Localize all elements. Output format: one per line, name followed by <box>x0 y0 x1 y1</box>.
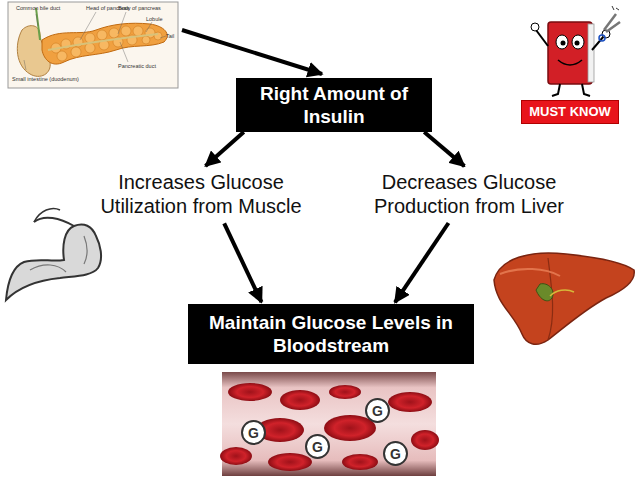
node-text: Maintain Glucose Levels in Bloodstream <box>196 311 466 357</box>
glucose-circle: G <box>383 441 408 466</box>
node-text: MUST KNOW <box>529 104 611 120</box>
part-label: Lobule <box>146 16 163 22</box>
part-label: Body of pancreas <box>118 5 161 11</box>
effect-text: Decreases Glucose Production from Liver <box>362 170 576 218</box>
flow-arrow <box>424 132 464 166</box>
effect-text: Increases Glucose Utilization from Muscl… <box>98 170 304 218</box>
part-label: Pancreatic duct <box>118 63 156 69</box>
must-know-badge: MUST KNOW <box>521 100 619 124</box>
glucose-circle: G <box>305 434 330 459</box>
node-text: Increases Glucose Utilization from Muscl… <box>98 170 304 218</box>
node-text: Right Amount of Insulin <box>244 82 424 128</box>
node-text: G <box>312 440 323 454</box>
glucose-circle: G <box>241 420 266 445</box>
arm-illustration <box>6 209 101 301</box>
liver-illustration <box>494 253 634 344</box>
part-label: Small intestine (duodenum) <box>12 76 79 82</box>
pancreas-arrow <box>182 30 322 74</box>
glucose-circle: G <box>365 398 390 423</box>
part-label: Common bile duct <box>16 5 60 11</box>
flow-arrow <box>206 132 244 166</box>
pancreas-illustration <box>8 2 178 88</box>
part-label: Tail <box>166 33 174 39</box>
flow-arrow <box>395 223 449 302</box>
blood-vessel-illustration <box>220 372 439 476</box>
node-text: G <box>390 447 401 461</box>
node-text: G <box>372 404 383 418</box>
insulin-box: Right Amount of Insulin <box>236 78 432 132</box>
book-mascot <box>531 6 620 96</box>
flow-arrow <box>224 223 261 302</box>
outcome-box: Maintain Glucose Levels in Bloodstream <box>188 304 474 364</box>
node-text: Decreases Glucose Production from Liver <box>362 170 576 218</box>
node-text: G <box>248 426 259 440</box>
